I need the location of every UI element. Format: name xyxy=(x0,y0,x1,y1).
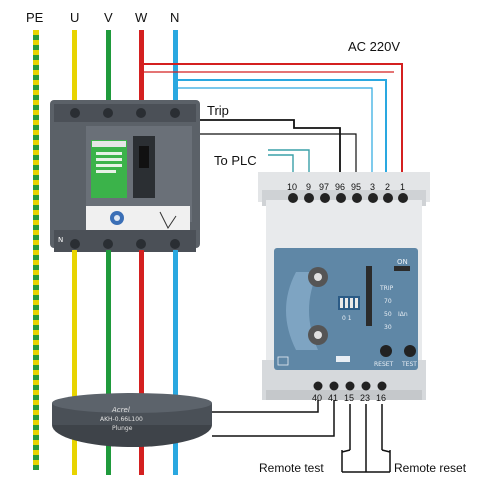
scale-50: 50 xyxy=(384,311,392,318)
bottom-terminal-screws xyxy=(313,381,387,391)
plc-label: To PLC xyxy=(214,153,257,168)
w-wire-bottom xyxy=(139,250,144,475)
terminal-95: 95 xyxy=(351,182,361,192)
reset-label: RESET xyxy=(374,361,394,368)
remote-reset-label: Remote reset xyxy=(394,461,467,475)
relay-on-led xyxy=(394,266,410,271)
relay-logo-icon xyxy=(277,356,289,366)
n-wire-bottom xyxy=(173,250,178,475)
test-label: TEST xyxy=(401,361,417,368)
remote-switch-wiring xyxy=(341,404,391,473)
unit-label: IΔn xyxy=(398,311,408,318)
breaker-label-plate xyxy=(91,140,127,198)
ct-brand: Acrel xyxy=(111,406,130,414)
pe-label: PE xyxy=(26,10,44,25)
leakage-relay: 0 1 ON TRIP 70 50 30 IΔn RESET TEST xyxy=(258,172,430,400)
ct-model: AKH-0.66L100 xyxy=(100,416,143,423)
ct-wire-41 xyxy=(212,400,335,437)
ac-supply-w-wire xyxy=(141,63,403,190)
terminal-97: 97 xyxy=(319,182,329,192)
reset-button[interactable] xyxy=(380,345,392,357)
w-wire-top xyxy=(139,30,144,108)
current-transformer: Acrel AKH-0.66L100 Plunge xyxy=(52,393,212,447)
terminal-16: 16 xyxy=(376,393,386,403)
ac-supply-n-wire xyxy=(175,79,387,190)
u-label: U xyxy=(70,10,79,25)
terminal-40: 40 xyxy=(312,393,322,403)
dip-switch-block xyxy=(338,296,360,310)
ac-supply-n-wire-2 xyxy=(175,87,373,190)
v-label: V xyxy=(104,10,113,25)
terminal-10: 10 xyxy=(287,182,297,192)
terminal-1: 1 xyxy=(400,182,405,192)
leakage-level-bar xyxy=(366,266,372,326)
trip-wire xyxy=(198,119,341,190)
test-button[interactable] xyxy=(404,345,416,357)
circuit-breaker: N xyxy=(50,100,200,252)
dip-off-on: 0 1 xyxy=(342,315,352,322)
u-wire-bottom xyxy=(72,250,77,475)
remote-test-label: Remote test xyxy=(259,461,324,475)
terminal-96: 96 xyxy=(335,182,345,192)
terminal-23: 23 xyxy=(360,393,370,403)
terminal-3: 3 xyxy=(370,182,375,192)
scale-70: 70 xyxy=(384,298,392,305)
terminal-41: 41 xyxy=(328,393,338,403)
ct-sub: Plunge xyxy=(112,425,133,432)
terminal-15: 15 xyxy=(344,393,354,403)
u-wire-top xyxy=(72,30,77,108)
trip-wire-return xyxy=(198,133,357,190)
w-label: W xyxy=(135,10,148,25)
relay-trip-label: TRIP xyxy=(379,285,394,292)
trip-label: Trip xyxy=(207,103,229,118)
terminal-2: 2 xyxy=(385,182,390,192)
scale-30: 30 xyxy=(384,324,392,331)
n-wire-top xyxy=(173,30,178,108)
n-label: N xyxy=(170,10,179,25)
pe-wire xyxy=(33,30,39,470)
terminal-9: 9 xyxy=(306,182,311,192)
ac-supply-label: AC 220V xyxy=(348,39,400,54)
v-wire-top xyxy=(106,30,111,108)
breaker-n-mark: N xyxy=(58,236,63,244)
v-wire-bottom xyxy=(106,250,111,475)
ct-wire-40 xyxy=(212,400,319,413)
relay-on-label: ON xyxy=(397,258,408,266)
top-terminal-screws xyxy=(288,193,408,203)
